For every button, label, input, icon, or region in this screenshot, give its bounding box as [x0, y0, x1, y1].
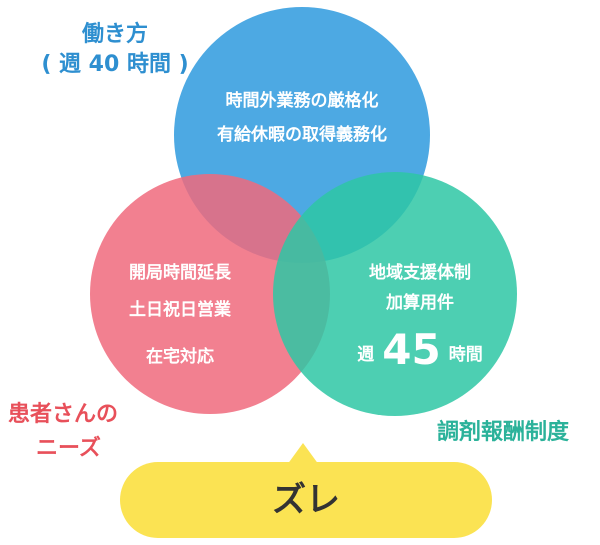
work-title-line2: ( 週 40 時間 )	[41, 52, 189, 77]
patient-title: 患者さんの ニーズ	[8, 398, 118, 466]
patient-circle	[90, 174, 330, 414]
patient-title-line1: 患者さんの	[8, 402, 119, 427]
work-item-1: 時間外業務の厳格化	[225, 91, 379, 111]
work-title: 働き方 ( 週 40 時間 )	[40, 20, 190, 80]
fee-title: 調剤報酬制度	[437, 420, 570, 445]
callout-text: ズレ	[272, 480, 340, 520]
patient-item-1: 開局時間延長	[129, 263, 231, 283]
callout-bubble: ズレ	[120, 462, 492, 538]
patient-title-line2: ニーズ	[36, 436, 101, 461]
fee-item-1: 地域支援体制	[369, 263, 471, 283]
fee-item-2: 加算用件	[386, 293, 454, 313]
fee-circle	[273, 172, 517, 416]
patient-item-2: 土日祝日営業	[129, 300, 231, 320]
callout-pointer	[287, 443, 319, 465]
fee-hours: 週 45 時間	[330, 325, 510, 374]
work-title-line1: 働き方	[81, 22, 148, 47]
patient-item-3: 在宅対応	[146, 347, 214, 367]
fee-hours-value: 45	[382, 325, 441, 374]
fee-hours-suffix: 時間	[448, 345, 483, 365]
work-item-2: 有給休暇の取得義務化	[217, 125, 387, 145]
fee-hours-prefix: 週	[357, 345, 375, 365]
